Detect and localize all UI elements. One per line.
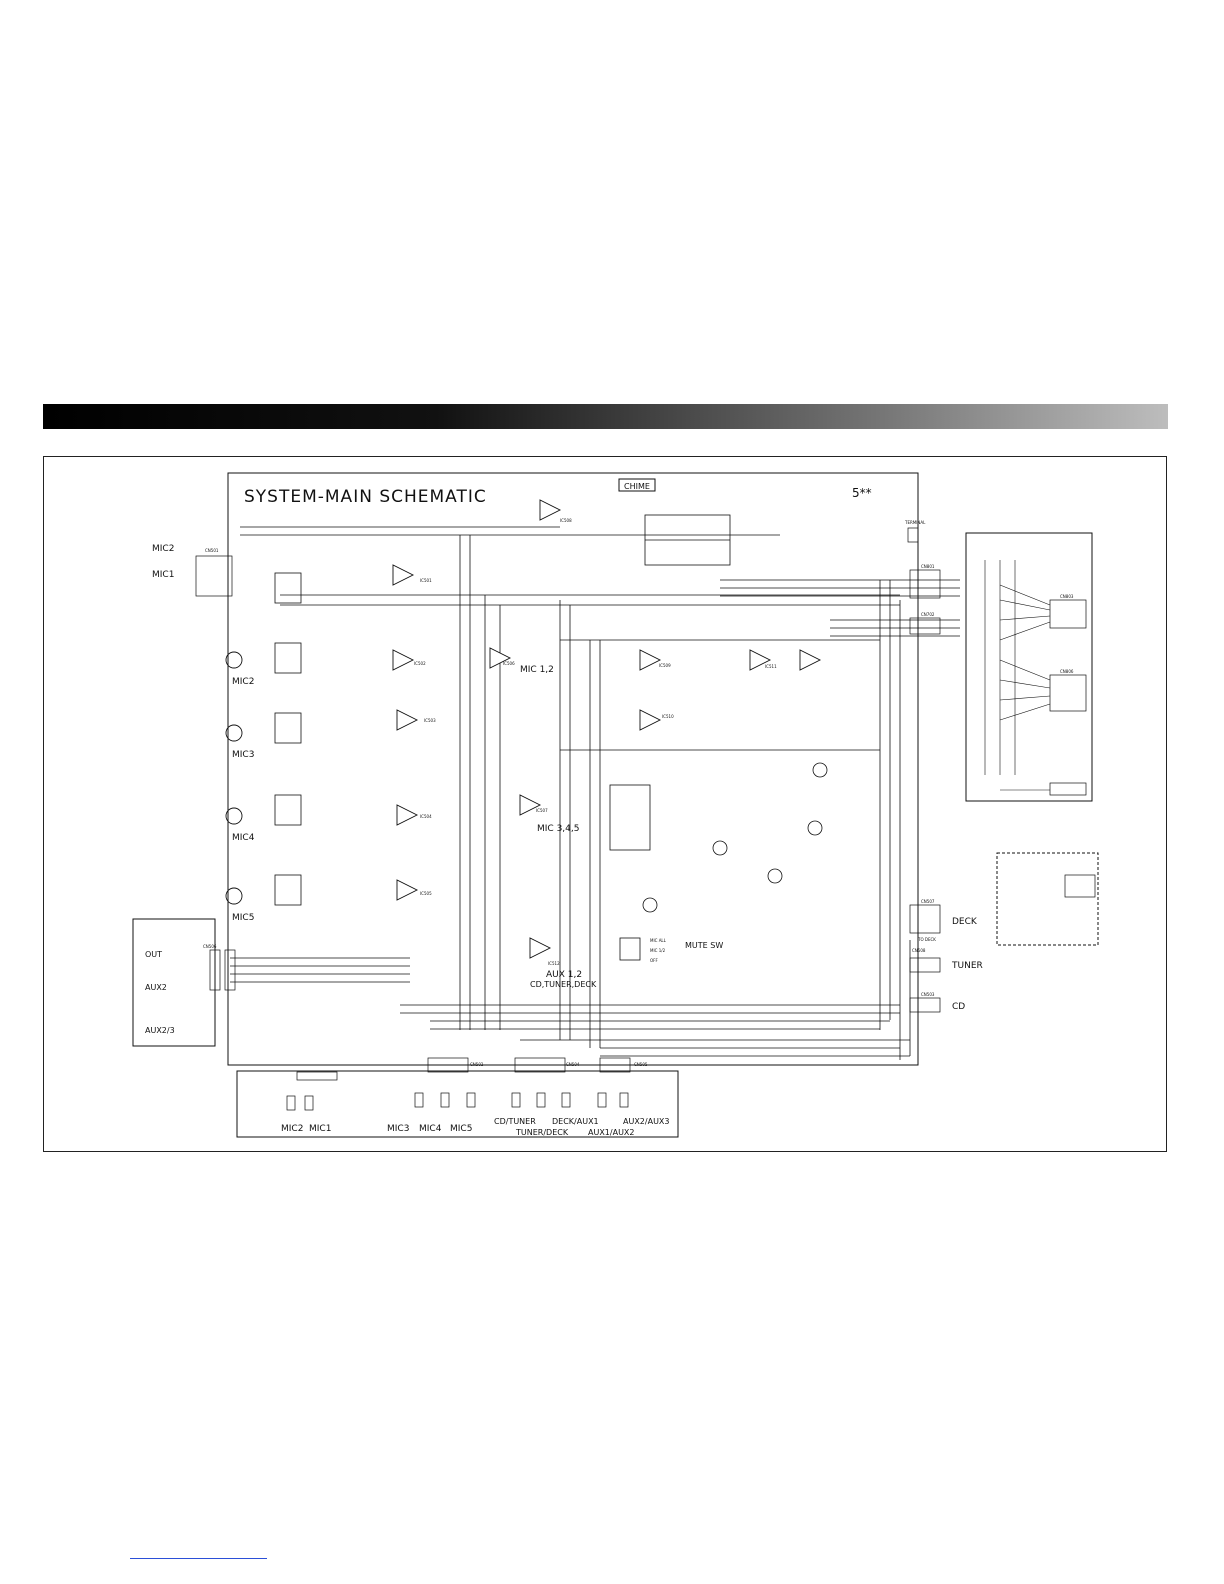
vertical-lines	[459, 535, 911, 1060]
bottom-label-aux2-aux3: AUX2/AUX3	[623, 1117, 670, 1126]
ref-cn502: CN502	[470, 1062, 484, 1067]
label-mic345: MIC 3,4,5	[537, 824, 579, 834]
label-mic-all: MIC ALL	[650, 938, 667, 943]
chime-ic	[644, 514, 731, 566]
ref-ic502: IC502	[414, 661, 426, 666]
bottom-label-cd-tuner: CD/TUNER	[494, 1117, 536, 1126]
ref-terminal: TERMINAL	[904, 520, 926, 525]
speaker-panel	[965, 532, 1093, 802]
header-bar	[43, 404, 1168, 429]
ref-ic506: IC506	[503, 661, 515, 666]
chime-label: CHIME	[624, 482, 650, 491]
chime-box	[618, 478, 656, 492]
volume-panel	[236, 1070, 679, 1138]
ref-cn507: CN507	[921, 899, 935, 904]
model-label: 5**	[852, 486, 872, 500]
label-cd: CD	[952, 1002, 965, 1012]
bottom-label-tuner-deck: TUNER/DECK	[515, 1128, 569, 1137]
ref-cn504: CN504	[566, 1062, 580, 1067]
transistors	[642, 762, 828, 913]
ref-cn505: CN505	[634, 1062, 648, 1067]
label-mic12: MIC 1,2	[520, 665, 554, 675]
label-off: OFF	[650, 958, 658, 963]
ref-cn702: CN702	[921, 612, 935, 617]
op-amps	[392, 499, 822, 959]
bus-lines	[230, 526, 960, 1057]
ref-cn506: CN506	[203, 944, 217, 949]
ref-cn508: CN508	[912, 948, 926, 953]
label-mic3: MIC3	[232, 750, 254, 760]
label-mute-sw: MUTE SW	[685, 941, 723, 950]
ref-cn803: CN803	[1060, 594, 1074, 599]
bottom-label-mic3: MIC3	[387, 1124, 409, 1134]
ref-ic504: IC504	[420, 814, 432, 819]
bottom-label-mic1: MIC1	[309, 1124, 331, 1134]
label-to-deck: TO DECK	[917, 937, 936, 942]
label-mic4: MIC4	[232, 833, 255, 843]
bottom-label-mic5: MIC5	[450, 1124, 472, 1134]
mixer-ic	[609, 784, 651, 851]
bottom-label-aux1-aux2: AUX1/AUX2	[588, 1128, 635, 1137]
ref-ic503: IC503	[424, 718, 436, 723]
label-cd-tuner-deck: CD,TUNER,DECK	[530, 980, 597, 989]
left-connectors	[195, 555, 236, 991]
label-out: OUT	[145, 950, 162, 959]
main-board-outline	[227, 472, 919, 1066]
ref-cn801: CN801	[921, 564, 935, 569]
potentiometers	[286, 1092, 629, 1111]
ref-ic505: IC505	[420, 891, 432, 896]
bottom-connectors	[296, 1057, 631, 1081]
dashed-box	[996, 852, 1099, 946]
ref-ic511: IC511	[765, 664, 777, 669]
ref-ic507: IC507	[536, 808, 548, 813]
ref-ic512: IC512	[548, 961, 560, 966]
label-aux12: AUX 1,2	[546, 970, 582, 980]
ref-ic509: IC509	[659, 663, 671, 668]
ref-cn501: CN501	[205, 548, 219, 553]
label-deck: DECK	[952, 917, 978, 927]
label-aux23: AUX2/3	[145, 1026, 175, 1035]
ref-ic501: IC501	[420, 578, 432, 583]
bottom-label-deck-aux1: DECK/AUX1	[552, 1117, 599, 1126]
label-mic1-top: MIC1	[152, 570, 174, 580]
ref-ic510: IC510	[662, 714, 674, 719]
schematic-frame	[43, 456, 1167, 1152]
aux-jack-panel	[132, 918, 216, 1047]
label-mic5: MIC5	[232, 913, 254, 923]
speaker-terminals	[984, 560, 1051, 791]
label-mic2: MIC2	[232, 677, 254, 687]
label-aux2: AUX2	[145, 983, 167, 992]
page-title: SYSTEM-MAIN SCHEMATIC	[244, 487, 487, 507]
ref-cn806: CN806	[1060, 669, 1074, 674]
bottom-label-mic2: MIC2	[281, 1124, 303, 1134]
right-connectors	[907, 527, 1096, 1013]
label-mic2-top: MIC2	[152, 544, 174, 554]
ref-cn503: CN503	[921, 992, 935, 997]
bottom-label-mic4: MIC4	[419, 1124, 442, 1134]
xlr-jacks	[225, 651, 243, 905]
ref-ic508: IC508	[560, 518, 572, 523]
label-tuner: TUNER	[951, 961, 983, 971]
label-mic-1-2: MIC 1/2	[650, 948, 666, 953]
footer-link-line	[130, 1558, 267, 1559]
transformers	[274, 572, 641, 961]
